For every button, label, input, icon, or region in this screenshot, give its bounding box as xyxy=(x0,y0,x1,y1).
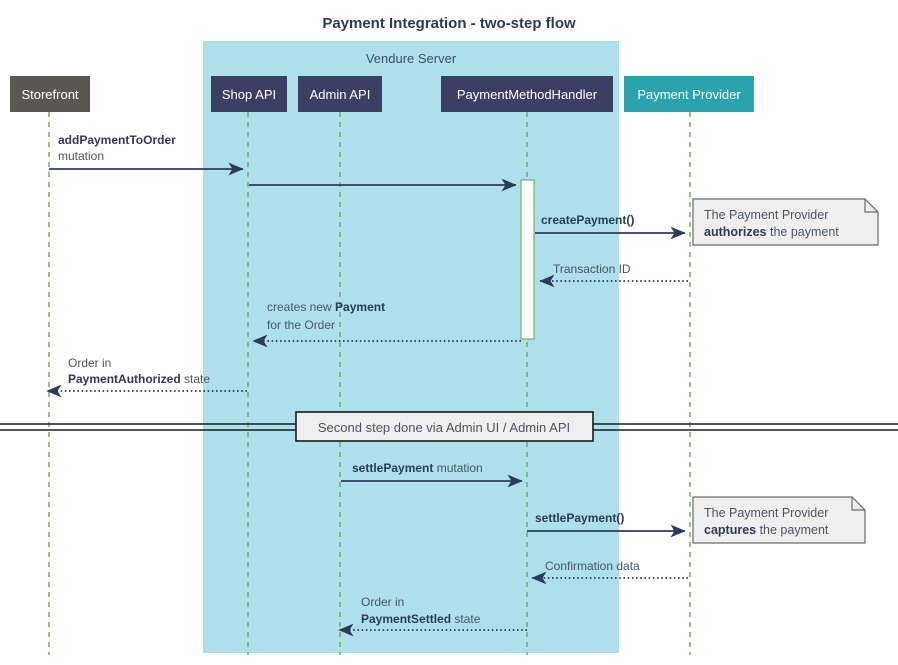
message-label: settlePayment() xyxy=(535,511,624,525)
participant-payment-provider[interactable]: Payment Provider xyxy=(624,76,754,112)
participant-label: PaymentMethodHandler xyxy=(457,87,598,102)
message-label-line2: mutation xyxy=(58,149,104,163)
participant-admin-api[interactable]: Admin API xyxy=(298,76,382,112)
message-label-line2: PaymentSettled state xyxy=(361,612,481,626)
message-settle-payment-mutation: settlePayment mutation xyxy=(341,461,523,488)
message-creates-new-payment: creates new Payment for the Order xyxy=(252,300,521,348)
message-order-payment-settled: Order in PaymentSettled state xyxy=(338,595,527,637)
participant-label: Storefront xyxy=(21,87,78,102)
message-transaction-id: Transaction ID xyxy=(539,262,688,288)
message-label-line1: Order in xyxy=(361,595,404,609)
divider-label: Second step done via Admin UI / Admin AP… xyxy=(318,420,570,435)
message-settle-payment-call: settlePayment() xyxy=(527,511,686,538)
note-line2: authorizes the payment xyxy=(704,225,839,239)
diagram-title: Payment Integration - two-step flow xyxy=(322,15,576,32)
group-box-vendure-server xyxy=(203,41,619,653)
activation-bar-payment-method-handler xyxy=(520,179,535,340)
message-label-line2: for the Order xyxy=(267,318,335,332)
participant-label: Shop API xyxy=(222,87,276,102)
message-label-line1: creates new Payment xyxy=(267,300,385,314)
note-provider-authorizes: The Payment Provider authorizes the paym… xyxy=(692,198,879,246)
message-label-line1: Order in xyxy=(68,356,111,370)
message-label: createPayment() xyxy=(541,213,634,227)
message-confirmation-data: Confirmation data xyxy=(531,559,688,585)
note-line2: captures the payment xyxy=(704,523,829,537)
participant-label: Payment Provider xyxy=(637,87,741,102)
participant-label: Admin API xyxy=(310,87,371,102)
participant-payment-method-handler[interactable]: PaymentMethodHandler xyxy=(441,76,613,112)
message-label: Transaction ID xyxy=(553,262,631,276)
group-label: Vendure Server xyxy=(366,51,457,66)
message-label: settlePayment mutation xyxy=(352,461,483,475)
note-provider-captures: The Payment Provider captures the paymen… xyxy=(692,496,866,544)
note-line1: The Payment Provider xyxy=(704,506,828,520)
message-create-payment: createPayment() xyxy=(535,213,686,240)
message-label: addPaymentToOrder xyxy=(58,133,176,147)
note-line1: The Payment Provider xyxy=(704,208,828,222)
message-order-payment-authorized: Order in PaymentAuthorized state xyxy=(46,356,247,398)
participant-storefront[interactable]: Storefront xyxy=(10,76,90,112)
message-add-payment-to-order: addPaymentToOrder mutation xyxy=(49,133,244,176)
participant-shop-api[interactable]: Shop API xyxy=(211,76,287,112)
divider-second-step: Second step done via Admin UI / Admin AP… xyxy=(0,411,898,442)
message-label-line2: PaymentAuthorized state xyxy=(68,372,210,386)
message-label: Confirmation data xyxy=(545,559,640,573)
